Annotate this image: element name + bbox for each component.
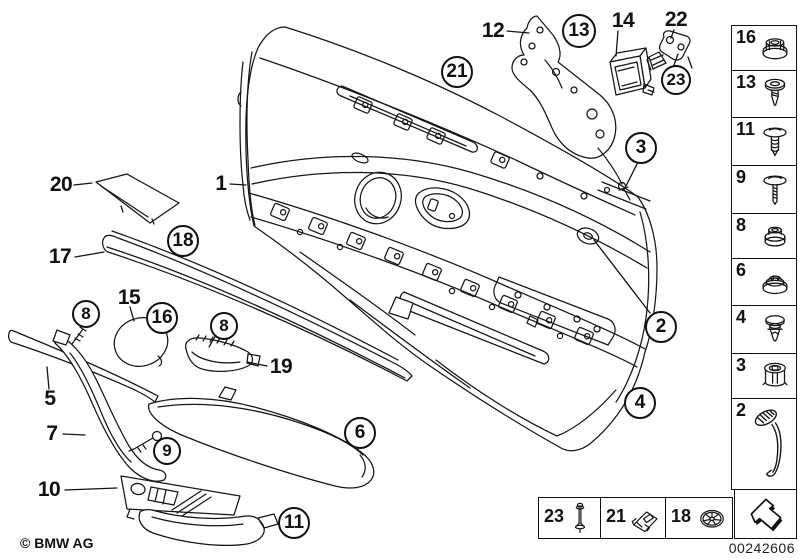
label-14[interactable]: 14 [611,9,635,32]
fastener-number: 3 [736,355,747,375]
spike-screw-icon [756,74,794,114]
long-screw-icon [756,170,794,210]
callout-3[interactable]: 3 [625,132,657,164]
callout-8[interactable]: 8 [72,300,100,328]
fastener-cell-11[interactable]: 11 [732,118,796,166]
legend-box-21[interactable]: 21 [600,497,666,539]
spoked-grommet-icon [694,500,730,536]
fastener-number: 9 [736,167,747,187]
callout-8[interactable]: 8 [210,312,238,340]
copyright-text: © BMW AG [20,535,94,551]
callout-6[interactable]: 6 [344,417,376,449]
label-5[interactable]: 5 [44,387,56,410]
direction-arrow-icon [740,492,792,536]
legend-box-23[interactable]: 23 [538,497,601,539]
fastener-number: 13 [736,72,757,92]
fastener-number: 4 [736,307,747,327]
cage-nut-icon [756,262,794,302]
fastener-number: 16 [736,27,757,47]
label-20[interactable]: 20 [49,173,73,196]
legend-box-18[interactable]: 18 [665,497,733,539]
label-17[interactable]: 17 [48,245,72,268]
push-clip-icon [756,310,794,350]
callout-2[interactable]: 2 [645,311,677,343]
label-12[interactable]: 12 [481,19,505,42]
callout-21[interactable]: 21 [441,56,473,88]
callout-4[interactable]: 4 [624,387,656,419]
callout-13[interactable]: 13 [562,14,596,48]
fastener-column: 16 13 11 9 8 6 4 3 2 [731,25,797,490]
callout-11[interactable]: 11 [278,507,310,539]
direction-arrow-box [734,489,797,539]
expansion-grommet-icon [756,356,794,396]
legend-number: 21 [606,506,627,526]
label-10[interactable]: 10 [37,478,61,501]
fastener-cell-2[interactable]: 2 [732,399,796,489]
fastener-cell-16[interactable]: 16 [732,26,796,71]
fastener-number: 6 [736,260,747,280]
lock-nut-icon [756,216,794,256]
fastener-number: 2 [736,400,747,420]
pin-rivet-icon [562,500,598,536]
fastener-cell-9[interactable]: 9 [732,166,796,214]
label-7[interactable]: 7 [46,422,58,445]
fastener-cell-8[interactable]: 8 [732,214,796,259]
label-22[interactable]: 22 [664,8,688,31]
figure-number: 00242606 [728,540,795,556]
fastener-number: 8 [736,215,747,235]
legend-number: 18 [671,506,692,526]
callout-16[interactable]: 16 [146,302,178,334]
callout-18[interactable]: 18 [167,225,199,257]
flange-nut-icon [756,28,794,68]
callout-9[interactable]: 9 [153,437,181,465]
fastener-cell-13[interactable]: 13 [732,71,796,118]
clip-plate-icon [627,500,663,536]
fastener-number: 11 [736,119,756,139]
fastener-cell-4[interactable]: 4 [732,306,796,354]
label-15[interactable]: 15 [117,286,141,309]
washer-screw-icon [756,122,794,162]
fastener-cell-6[interactable]: 6 [732,259,796,306]
label-19[interactable]: 19 [269,355,293,378]
fastener-cell-3[interactable]: 3 [732,354,796,399]
hook-cover-icon [750,402,794,486]
label-1[interactable]: 1 [215,172,227,195]
callout-23[interactable]: 23 [661,65,691,95]
legend-number: 23 [544,506,565,526]
